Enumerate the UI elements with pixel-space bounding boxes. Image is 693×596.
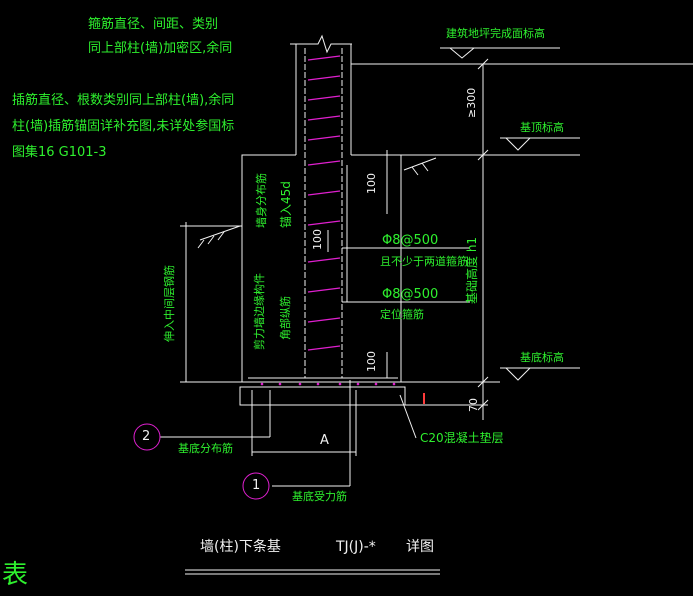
stirrup-mark <box>307 115 341 121</box>
stirrup-mark <box>307 317 341 323</box>
dim-ext-2 <box>477 149 489 161</box>
stirrup-mark <box>307 55 341 61</box>
label-extend: 伸入中间层钢筋 <box>163 265 176 342</box>
soil-hatch-right <box>403 157 437 176</box>
elev-marker-ground <box>449 47 475 59</box>
callout-circle-1 <box>242 472 270 500</box>
rebar-spec-1: Φ8@500 <box>382 233 439 248</box>
rebar-spec-2-note: 定位箍筋 <box>380 308 424 321</box>
stirrup-mark <box>307 135 341 141</box>
cushion-layer <box>239 386 406 406</box>
title-suffix: 详图 <box>406 539 434 555</box>
leader-cushion <box>399 394 417 439</box>
callout-cushion: C20混凝土垫层 <box>420 431 504 445</box>
stirrup-mark <box>307 190 341 196</box>
stirrup-mark <box>307 95 341 101</box>
note-stirrup-2: 同上部柱(墙)加密区,余同 <box>88 41 233 56</box>
stirrup-mark <box>307 220 341 226</box>
dim-label-100-top: 100 <box>365 173 378 194</box>
rebar-dot <box>356 382 360 386</box>
note-dowel-2: 柱(墙)插筋锚固详补充图,未详处参国标 <box>12 119 235 134</box>
stirrup-mark <box>307 287 341 293</box>
rebar-spec-2: Φ8@500 <box>382 287 439 302</box>
title-code: TJ(J)-* <box>336 539 376 555</box>
callout-number-1: 1 <box>252 478 261 493</box>
dim-label-100-mid: 100 <box>311 229 324 250</box>
soil-hatch-left <box>197 225 241 249</box>
label-anchor-45d: 锚入45d <box>279 181 293 228</box>
callout-circle-2 <box>133 423 161 451</box>
dim-ext-1 <box>477 58 489 70</box>
callout-number-2: 2 <box>142 429 151 444</box>
stirrup-mark <box>307 257 341 263</box>
stirrup-mark <box>307 160 341 166</box>
stirrup-mark <box>307 75 341 81</box>
note-stirrup-1: 箍筋直径、间距、类别 <box>88 17 219 32</box>
stirrup-mark <box>307 345 341 351</box>
elev-marker-bottom <box>505 367 531 381</box>
rebar-dot <box>392 382 396 386</box>
corner-char: 表 <box>2 560 29 590</box>
dim-ext-3 <box>477 376 489 388</box>
rebar-dot <box>338 382 342 386</box>
dim-label-70: 70 <box>467 398 480 412</box>
callout-main-bar: 基底受力筋 <box>292 490 347 503</box>
note-dowel-1: 插筋直径、根数类别同上部柱(墙),余同 <box>12 93 235 108</box>
elev-label-bottom: 基底标高 <box>520 351 564 364</box>
break-symbol <box>290 34 352 54</box>
note-dowel-3: 图集16 G101-3 <box>12 145 107 160</box>
label-wall-edge: 剪力墙边缘构件 <box>253 273 266 350</box>
rebar-dot <box>260 382 264 386</box>
title-name: 墙(柱)下条基 <box>200 539 281 555</box>
dim-label-height: 基础高度 h1 <box>465 236 479 304</box>
dim-label-width: A <box>320 433 329 448</box>
rebar-spec-1-note: 且不少于两道箍筋 <box>380 255 468 268</box>
rebar-dot <box>298 382 302 386</box>
rebar-dot <box>374 382 378 386</box>
elev-marker-top <box>505 137 531 151</box>
callout-dist-bar: 基底分布筋 <box>178 442 233 455</box>
elev-label-ground: 建筑地坪完成面标高 <box>446 27 545 40</box>
elev-label-top: 基顶标高 <box>520 121 564 134</box>
rebar-dot <box>278 382 282 386</box>
label-wall-dist: 墙身分布筋 <box>255 173 268 228</box>
label-corner-bar: 角部纵筋 <box>279 296 292 340</box>
rebar-dot <box>316 382 320 386</box>
dim-label-100-bot: 100 <box>365 351 378 372</box>
dim-label-300: ≥300 <box>465 87 478 118</box>
